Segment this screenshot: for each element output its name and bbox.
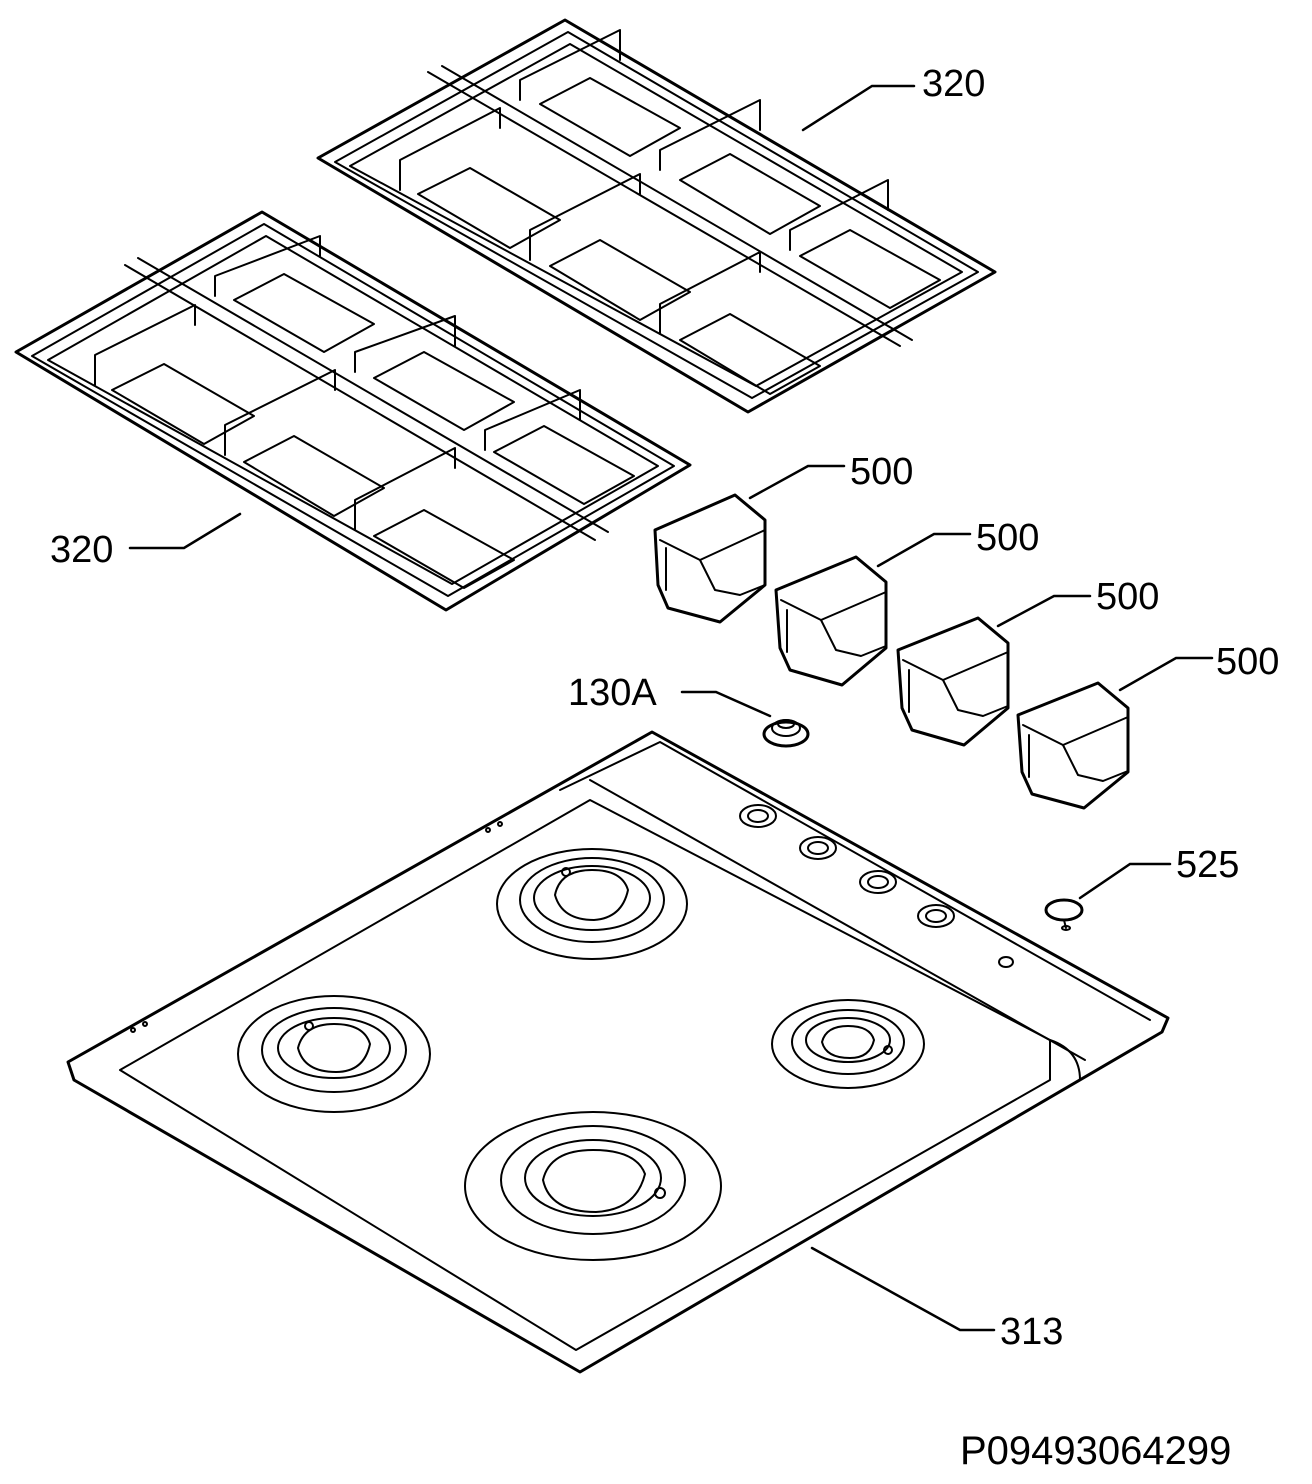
leader-ignition-button (1078, 862, 1172, 900)
leader-hob-top (810, 1246, 996, 1332)
control-knob-1 (653, 493, 767, 624)
burner-rear-left (496, 848, 688, 960)
document-id: P09493064299 (960, 1429, 1231, 1473)
control-knob-2 (774, 555, 888, 687)
hob-top-plate (66, 730, 1170, 1374)
leader-knob-1 (748, 464, 846, 500)
leader-grid-left (128, 512, 242, 550)
leader-knob-3 (996, 594, 1092, 628)
pan-support-grid-left (14, 210, 692, 612)
leader-knob-4 (1118, 656, 1214, 692)
burner-front-left (237, 995, 431, 1113)
callout-injector: 130A (568, 672, 657, 714)
callout-knob-3: 500 (1096, 576, 1159, 618)
leader-injector (680, 690, 772, 718)
leader-knob-2 (876, 532, 972, 568)
control-knob-4 (1016, 681, 1130, 810)
callout-ignition-button: 525 (1176, 844, 1239, 886)
burner-front-center (464, 1111, 722, 1261)
control-knob-3 (896, 616, 1010, 747)
callout-grid-right: 320 (922, 63, 985, 105)
burner-front-right (771, 999, 925, 1089)
pan-support-grid-right (316, 18, 997, 414)
callout-hob-top: 313 (1000, 1311, 1063, 1353)
callout-knob-4: 500 (1216, 641, 1279, 683)
callout-knob-2: 500 (976, 517, 1039, 559)
ignition-button-part (1044, 898, 1084, 931)
injector-part (762, 719, 810, 748)
callout-knob-1: 500 (850, 451, 913, 493)
callout-grid-left: 320 (50, 529, 113, 571)
leader-grid-right (801, 84, 916, 132)
